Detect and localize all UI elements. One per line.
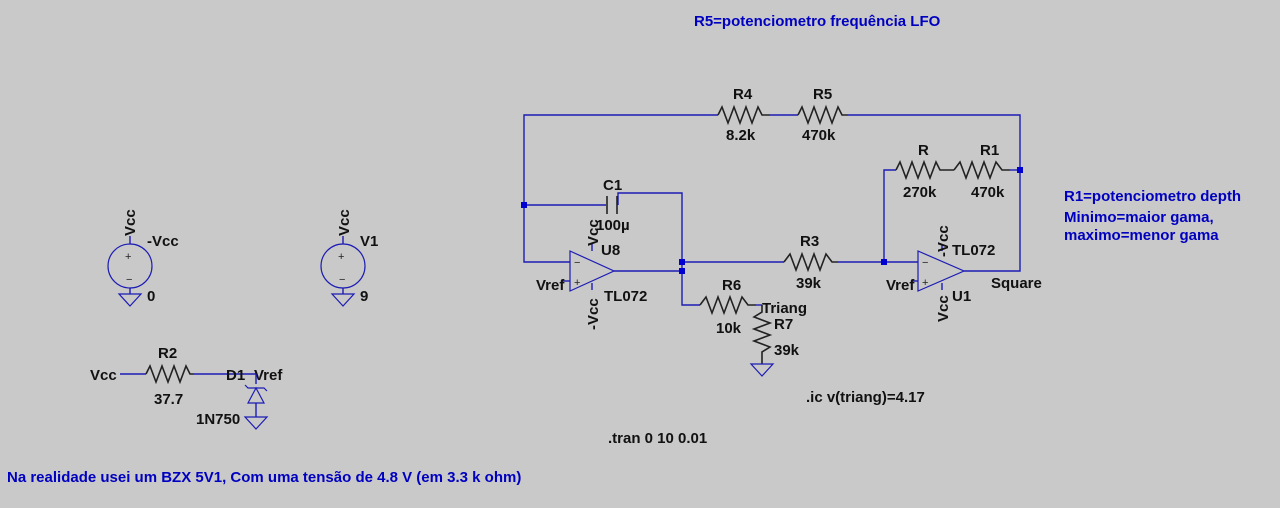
- u8-vcc-label: Vcc: [585, 219, 602, 246]
- u1-model: TL072: [952, 242, 995, 259]
- svg-text:−: −: [339, 274, 345, 286]
- v1-ground-icon: [330, 293, 356, 307]
- zener-diode-d1[interactable]: D1 1N750: [196, 367, 269, 430]
- svg-text:+: +: [574, 277, 580, 289]
- junctions: [521, 167, 1023, 274]
- d1-name: D1: [226, 367, 245, 384]
- resistor-r6[interactable]: R6 10k: [699, 277, 756, 337]
- voltage-source-negvcc[interactable]: + − Vcc -Vcc 0: [107, 209, 179, 307]
- u8-vref-label: Vref: [536, 277, 565, 294]
- r3-name: R3: [800, 233, 819, 250]
- r-value: 270k: [903, 184, 937, 201]
- r3-value: 39k: [796, 275, 822, 292]
- r6-name: R6: [722, 277, 741, 294]
- v1-value: 9: [360, 288, 368, 305]
- resistor-r3[interactable]: R3 39k: [783, 233, 838, 292]
- negvcc-name: -Vcc: [147, 233, 179, 250]
- resistor-r[interactable]: R 270k: [895, 142, 954, 201]
- voltage-source-v1[interactable]: + − Vcc V1 9: [320, 209, 378, 307]
- u1-name: U1: [952, 288, 971, 305]
- c1-name: C1: [603, 177, 622, 194]
- u1-vcc-label: Vcc: [935, 295, 952, 322]
- wires: [120, 114, 1021, 375]
- r1-value: 470k: [971, 184, 1005, 201]
- ic-directive[interactable]: .ic v(triang)=4.17: [806, 389, 925, 406]
- r4-name: R4: [733, 86, 753, 103]
- r5-name: R5: [813, 86, 832, 103]
- negvcc-ground-icon: [117, 293, 143, 307]
- u1-negvcc-label: -Vcc: [935, 225, 952, 257]
- svg-text:+: +: [922, 277, 928, 289]
- r2-name: R2: [158, 345, 177, 362]
- opamp-u8[interactable]: − + U8 TL072 Vref Vcc -Vcc: [536, 219, 647, 330]
- r1-name: R1: [980, 142, 999, 159]
- opamp-u1[interactable]: − + TL072 U1 Vref -Vcc Vcc: [886, 225, 995, 322]
- r7-value: 39k: [774, 342, 800, 359]
- u8-model: TL072: [604, 288, 647, 305]
- u1-vref-label: Vref: [886, 277, 915, 294]
- note-depth-3: maximo=menor gama: [1064, 227, 1219, 244]
- resistor-r5[interactable]: R5 470k: [797, 86, 848, 144]
- c1-value: 100µ: [596, 217, 630, 234]
- resistor-r7[interactable]: R7 39k: [749, 305, 800, 377]
- d1-model: 1N750: [196, 411, 240, 428]
- v1-name: V1: [360, 233, 378, 250]
- v1-net-label: Vcc: [336, 209, 353, 236]
- capacitor-c1[interactable]: C1 100µ: [596, 177, 630, 234]
- net-label-vref: Vref: [254, 367, 283, 384]
- resistor-r2[interactable]: R2 37.7: [145, 345, 194, 408]
- net-label-vcc: Vcc: [90, 367, 117, 384]
- svg-text:−: −: [126, 274, 132, 286]
- negvcc-net-label: Vcc: [122, 209, 139, 236]
- note-lfo: R5=potenciometro frequência LFO: [694, 13, 941, 30]
- note-bottom: Na realidade usei um BZX 5V1, Com uma te…: [7, 469, 521, 486]
- r-name: R: [918, 142, 929, 159]
- svg-text:+: +: [125, 251, 131, 263]
- svg-text:+: +: [338, 251, 344, 263]
- negvcc-value: 0: [147, 288, 155, 305]
- d1-ground-icon: [243, 416, 269, 430]
- note-depth-2: Minimo=maior gama,: [1064, 209, 1214, 226]
- r6-value: 10k: [716, 320, 742, 337]
- net-label-triang: Triang: [762, 300, 807, 317]
- r5-value: 470k: [802, 127, 836, 144]
- r7-ground-icon: [749, 363, 775, 377]
- r2-value: 37.7: [154, 391, 183, 408]
- note-depth-1: R1=potenciometro depth: [1064, 188, 1241, 205]
- u8-negvcc-label: -Vcc: [585, 298, 602, 330]
- u8-name: U8: [601, 242, 620, 259]
- svg-text:−: −: [574, 257, 580, 269]
- resistor-r1[interactable]: R1 470k: [953, 142, 1010, 201]
- svg-text:−: −: [922, 257, 928, 269]
- resistor-r4[interactable]: R4 8.2k: [717, 86, 770, 144]
- r7-name: R7: [774, 316, 793, 333]
- r4-value: 8.2k: [726, 127, 756, 144]
- tran-directive[interactable]: .tran 0 10 0.01: [608, 430, 707, 447]
- net-label-square: Square: [991, 275, 1042, 292]
